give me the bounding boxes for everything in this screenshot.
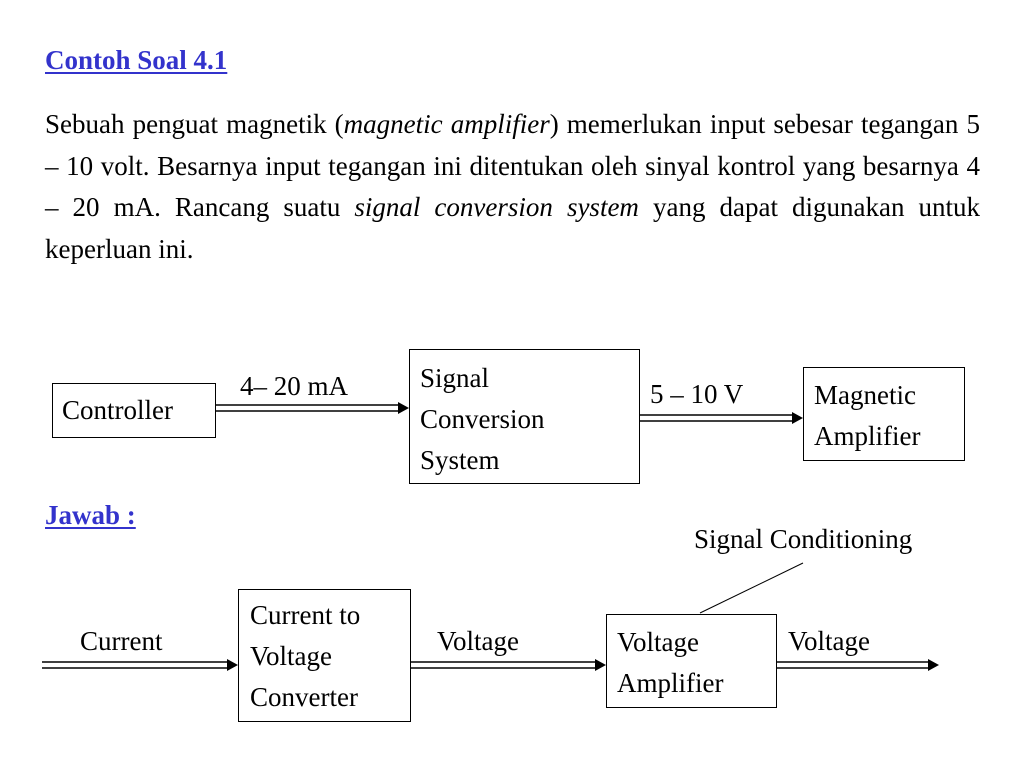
magnetic-amplifier-line-1: Magnetic	[814, 380, 916, 410]
converter-line-3: Converter	[250, 682, 358, 712]
current-range-label: 4– 20 mA	[240, 371, 348, 401]
problem-text-part: Sebuah penguat magnetik (	[45, 109, 344, 139]
voltage-amplifier-box: Voltage Amplifier	[606, 614, 777, 708]
current-to-voltage-converter-box: Current to Voltage Converter	[238, 589, 411, 722]
answer-heading: Jawab :	[45, 500, 136, 530]
voltage-amplifier-line-1: Voltage	[617, 627, 699, 657]
voltage-label-2: Voltage	[788, 626, 870, 656]
voltage-amplifier-line-2: Amplifier	[617, 668, 724, 698]
magnetic-amplifier-line-2: Amplifier	[814, 421, 921, 451]
converter-line-1: Current to	[250, 600, 361, 630]
voltage-range-label: 5 – 10 V	[650, 379, 744, 409]
problem-text-part: yang dapat digunakan untuk keperluan ini…	[45, 192, 981, 264]
voltage-label-1: Voltage	[437, 626, 519, 656]
scs-line-2: Conversion	[420, 404, 545, 434]
arrow-amplifier-to-output	[777, 659, 939, 671]
signal-conditioning-callout-line	[699, 562, 804, 614]
signal-conditioning-label: Signal Conditioning	[694, 524, 913, 554]
converter-line-2: Voltage	[250, 641, 332, 671]
current-label: Current	[80, 626, 163, 656]
problem-term-signal-conversion-system: signal conversion system	[354, 192, 639, 222]
scs-line-1: Signal	[420, 363, 490, 393]
arrow-controller-to-scs	[215, 402, 409, 414]
problem-text-part: ) memerlukan input sebesar tegangan 5 – …	[45, 109, 981, 222]
arrow-input-to-converter	[42, 659, 238, 671]
magnetic-amplifier-box: Magnetic Amplifier	[803, 367, 965, 461]
controller-box: Controller	[52, 383, 216, 438]
problem-text: Sebuah penguat magnetik (magnetic amplif…	[45, 104, 980, 270]
page-title: Contoh Soal 4.1	[45, 45, 228, 75]
signal-conversion-system-box: Signal Conversion System	[409, 349, 640, 484]
arrow-scs-to-amplifier	[640, 412, 803, 424]
scs-line-3: System	[420, 445, 500, 475]
arrow-converter-to-amplifier	[411, 659, 606, 671]
problem-term-magnetic-amplifier: magnetic amplifier	[343, 109, 550, 139]
controller-label: Controller	[62, 395, 173, 425]
